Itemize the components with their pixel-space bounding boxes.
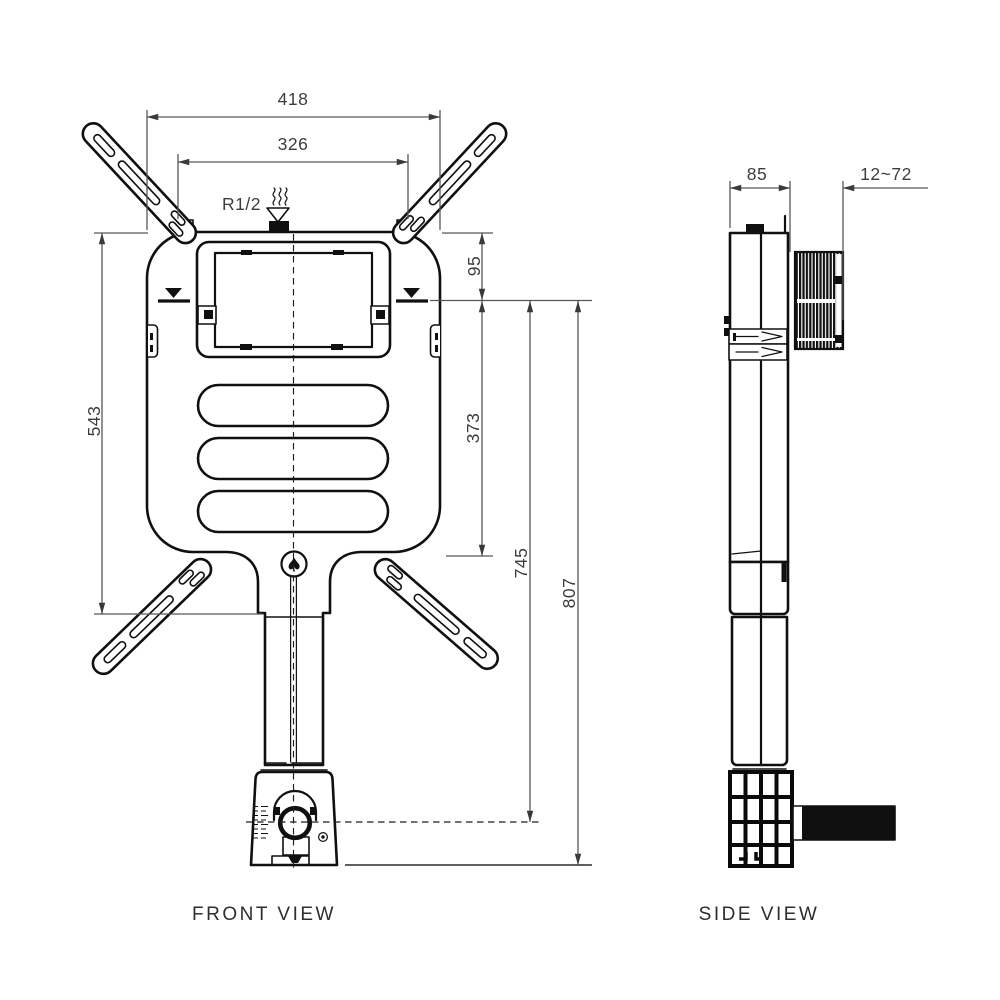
dim-label-water-inlet: R1/2 bbox=[222, 194, 261, 214]
dim-label-bracket-span: 326 bbox=[278, 134, 309, 154]
edge-notch-left bbox=[147, 324, 159, 358]
side-step-chamfer bbox=[731, 550, 762, 555]
dim-label-body-depth: 85 bbox=[747, 164, 767, 184]
side-top-cap bbox=[746, 224, 764, 233]
mounting-arm-bottom-left bbox=[87, 553, 217, 680]
side-hook bbox=[781, 562, 787, 582]
side-body-upper bbox=[728, 231, 790, 564]
grid-detail bbox=[739, 852, 748, 861]
dim-label-overall-width: 418 bbox=[278, 89, 309, 109]
edge-notch-right-tick bbox=[435, 333, 438, 340]
front-view-title: FRONT VIEW bbox=[192, 904, 336, 925]
hatched-block-right-margin bbox=[836, 254, 842, 347]
steam-wave-icon bbox=[278, 187, 282, 206]
dim-label-water-to-bottom: 373 bbox=[463, 413, 483, 444]
inlet-funnel-icon bbox=[266, 207, 290, 223]
dim-label-plate-depth-range: 12~72 bbox=[860, 164, 912, 184]
side-body-middle bbox=[728, 560, 790, 616]
edge-notch-left-tick bbox=[150, 333, 153, 340]
window-clip-mark bbox=[241, 250, 252, 255]
bracket-pin bbox=[733, 333, 736, 341]
window-clip-mark bbox=[331, 344, 343, 350]
mounting-arm-bottom-right bbox=[369, 553, 504, 675]
window-side-clip-left-pin bbox=[204, 310, 213, 319]
outlet-pipe bbox=[792, 805, 896, 841]
flush-plate-frame bbox=[793, 250, 845, 351]
water-level-mark-right bbox=[396, 288, 428, 303]
mounting-arm-top-right bbox=[387, 117, 512, 249]
side-view-title: SIDE VIEW bbox=[699, 904, 820, 925]
water-level-icon bbox=[165, 288, 182, 298]
frame-latch bbox=[834, 335, 842, 343]
mounting-arm-top-left bbox=[77, 117, 202, 249]
water-level-icon bbox=[403, 288, 420, 298]
dimension-layer: 418 326 R1/2 95 543 373 745 807 85 12~72 bbox=[84, 89, 928, 866]
inlet-stub bbox=[269, 221, 289, 233]
edge-notch-left-tick bbox=[150, 345, 153, 352]
window-clip-mark bbox=[240, 344, 252, 350]
window-clip-mark bbox=[333, 250, 344, 255]
edge-notch-right bbox=[429, 324, 441, 358]
adjuster-screw-dot bbox=[321, 835, 325, 839]
bracket-clip bbox=[735, 331, 783, 342]
edge-notch-right-tick bbox=[435, 345, 438, 352]
arch-corner-block bbox=[310, 807, 315, 815]
pipe-flange bbox=[260, 762, 328, 771]
dim-label-water-to-floor: 807 bbox=[559, 578, 579, 609]
dim-label-tank-height: 543 bbox=[84, 406, 104, 437]
base-arch bbox=[272, 789, 318, 822]
dim-label-top-to-water: 95 bbox=[464, 256, 484, 276]
bracket-nub bbox=[724, 316, 730, 324]
outlet-elbow-block bbox=[728, 770, 794, 868]
arch-corner-block bbox=[275, 807, 280, 815]
base-foot-tab bbox=[288, 856, 302, 863]
bracket-clip bbox=[735, 346, 783, 358]
side-view bbox=[724, 214, 896, 868]
bracket-nub bbox=[724, 328, 730, 336]
outlet-pipe-solid bbox=[802, 806, 895, 840]
depth-scale-ticks bbox=[253, 806, 268, 839]
side-bracket bbox=[724, 316, 788, 361]
frame-gap-line bbox=[797, 299, 835, 303]
frame-latch bbox=[834, 276, 842, 284]
outlet-port bbox=[277, 805, 313, 841]
water-level-mark-left bbox=[158, 288, 190, 303]
inlet-connection bbox=[266, 187, 290, 233]
dim-label-water-to-outlet: 745 bbox=[511, 548, 531, 579]
steam-wave-icon bbox=[272, 187, 276, 206]
grid-detail bbox=[754, 852, 763, 861]
window-side-clip-right-pin bbox=[376, 310, 385, 319]
steam-wave-icon bbox=[284, 187, 288, 206]
side-body-lower bbox=[730, 615, 789, 767]
frame-gap-line bbox=[797, 338, 835, 341]
front-view: ♠ bbox=[77, 117, 540, 872]
